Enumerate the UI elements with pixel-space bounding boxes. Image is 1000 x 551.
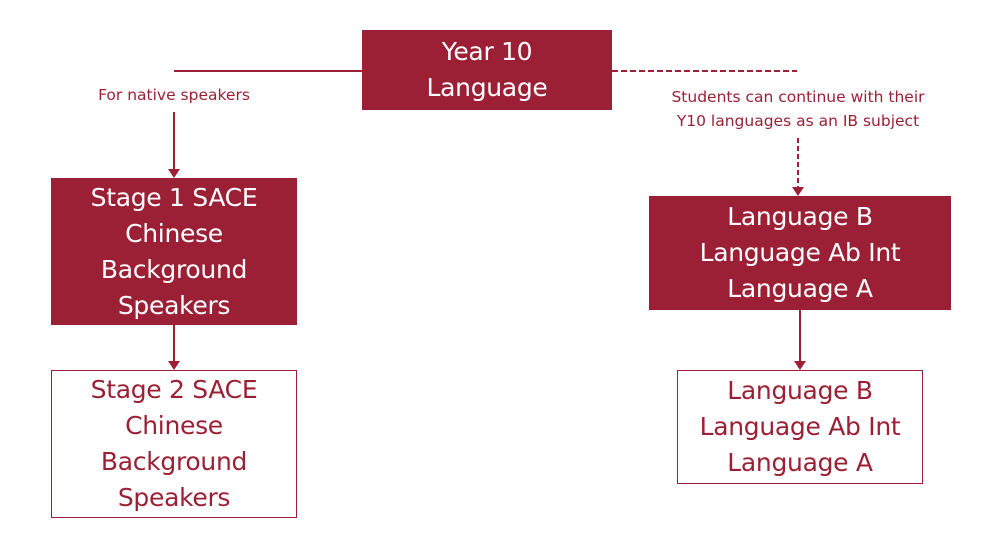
node-line: Speakers: [117, 290, 231, 320]
edge-label-line: Students can continue with their: [671, 88, 925, 106]
edge-label-native-speakers: For native speakers: [74, 83, 274, 107]
node-line: Language: [426, 73, 548, 102]
node-line: Speakers: [117, 483, 231, 512]
arrow-head-stage1: [168, 169, 180, 178]
node-ib-languages-level2: Language B Language Ab Int Language A: [677, 370, 923, 484]
arrow-head-ib-level1: [792, 187, 804, 196]
node-line: Language A: [727, 274, 873, 303]
edge-label-ib-continuation: Students can continue with their Y10 lan…: [638, 85, 958, 133]
node-line: Chinese: [125, 411, 223, 440]
node-line: Background: [100, 447, 248, 476]
node-year10-language: Year 10 Language: [362, 30, 612, 110]
node-line: Language Ab Int: [699, 238, 901, 267]
node-line: Stage 2 SACE: [90, 375, 258, 404]
node-line: Language B: [727, 376, 873, 405]
node-stage2-sace-chinese: Stage 2 SACE Chinese Background Speakers: [51, 370, 297, 518]
node-line: Language B: [727, 202, 873, 231]
node-ib-languages-level1: Language B Language Ab Int Language A: [649, 196, 951, 310]
edge-label-line: Y10 languages as an IB subject: [676, 112, 920, 130]
node-line: Language Ab Int: [699, 412, 901, 441]
node-stage1-sace-chinese: Stage 1 SACE Chinese Background Speakers: [51, 178, 297, 325]
node-line: Language A: [727, 448, 873, 477]
node-line: Year 10: [441, 37, 533, 66]
arrow-head-ib-level2: [794, 361, 806, 370]
node-line: Chinese: [125, 218, 223, 248]
node-line: Stage 1 SACE: [90, 182, 258, 212]
edge-label-text: For native speakers: [98, 86, 250, 104]
node-line: Background: [100, 254, 248, 284]
arrow-head-stage2: [168, 361, 180, 370]
